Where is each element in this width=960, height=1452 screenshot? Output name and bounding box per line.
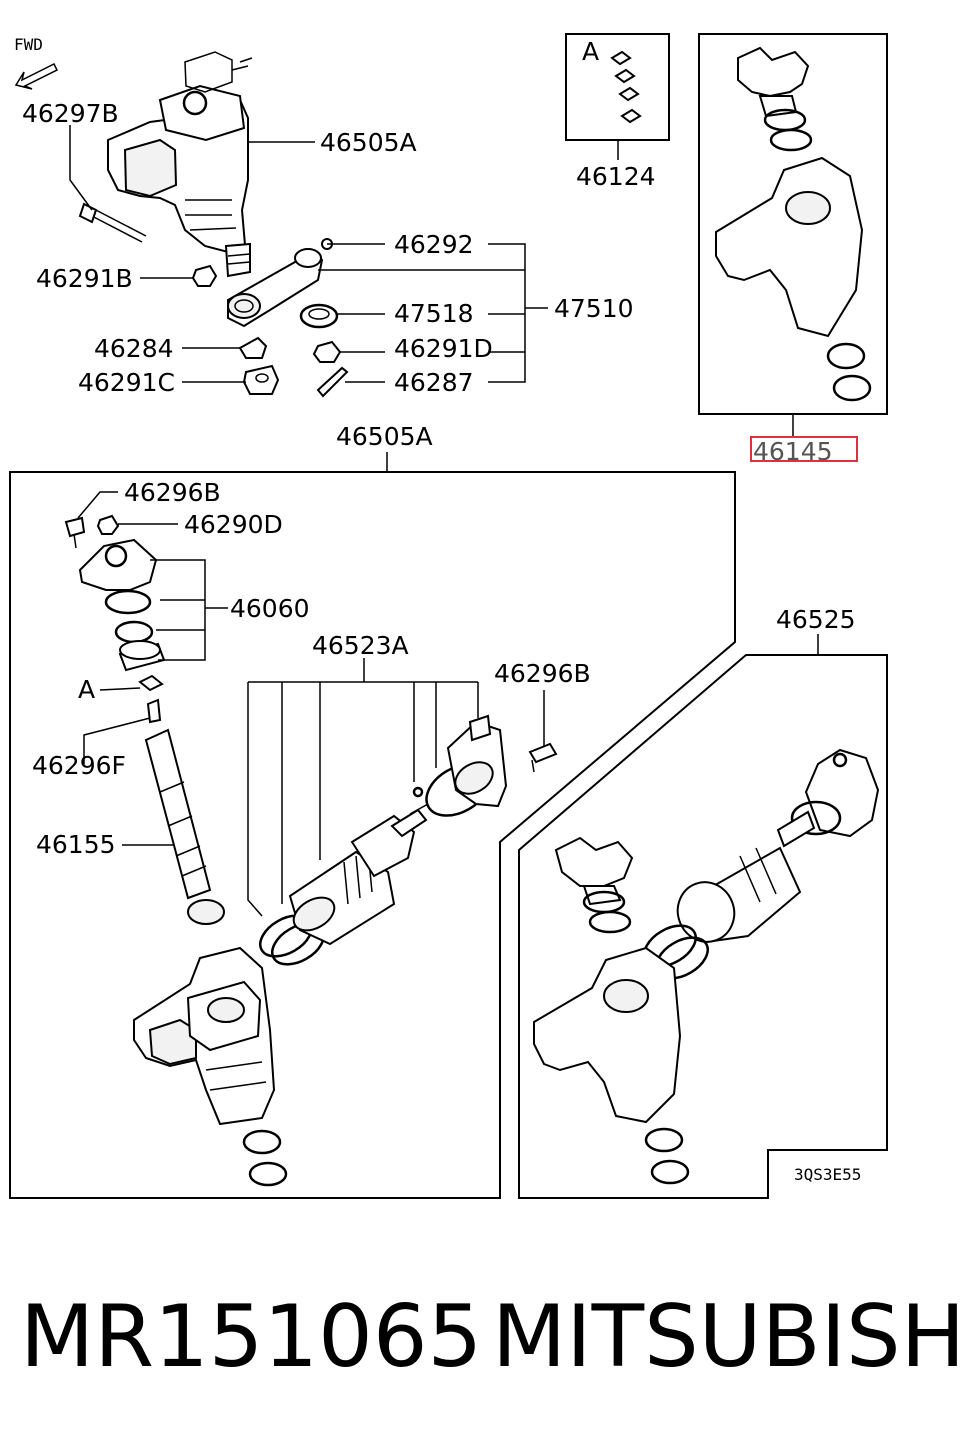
pitman-arm-illustration [227, 248, 324, 328]
callout-46296B-right: 46296B [494, 659, 591, 688]
callout-46124: 46124 [576, 162, 656, 191]
sector-shaft-illustration [144, 698, 225, 925]
power-piston-illustration [259, 786, 429, 966]
callout-46505A-top: 46505A [320, 128, 417, 157]
bolt-illustration [78, 202, 147, 243]
drawing-code: 3QS3E55 [794, 1165, 861, 1184]
callout-lines-left [77, 491, 228, 846]
callout-lines-top [69, 125, 548, 383]
callout-46292: 46292 [394, 230, 474, 259]
callout-47518: 47518 [394, 299, 474, 328]
callout-46291C: 46291C [78, 368, 175, 397]
forward-arrow-icon [14, 62, 59, 90]
seal-kit-46145-box [698, 33, 888, 436]
steering-gear-illustration [107, 51, 253, 278]
small-parts-illustration [238, 238, 349, 398]
callout-46297B: 46297B [22, 99, 119, 128]
callout-46060: 46060 [230, 594, 310, 623]
callout-46291B: 46291B [36, 264, 133, 293]
kit-ref-A: A [582, 37, 599, 66]
callout-lines-46523A [247, 658, 545, 917]
valve-housing-illustration [425, 714, 558, 817]
callout-46290D: 46290D [184, 510, 283, 539]
callout-47510: 47510 [554, 294, 634, 323]
rack-piston-illustration [643, 748, 880, 980]
gear-housing-illustration [133, 946, 288, 1187]
callout-46291D: 46291D [394, 334, 493, 363]
cover-parts-illustration [64, 514, 166, 692]
ref-A: A [78, 675, 95, 704]
seal-set-46525-illustration [533, 836, 690, 1185]
footer-brand: MITSUBISHI [492, 1287, 960, 1387]
callout-46284: 46284 [94, 334, 174, 363]
callout-46296B-top: 46296B [124, 478, 221, 507]
callout-46505A-box: 46505A [336, 422, 433, 451]
callout-46296F: 46296F [32, 751, 126, 780]
kit-46124-box [565, 33, 670, 160]
assembly-46505A-box [9, 471, 736, 1199]
callout-46525: 46525 [776, 605, 856, 634]
footer-part-number: MR151065 [20, 1287, 482, 1387]
callout-46145: 46145 [753, 437, 833, 466]
callout-46287: 46287 [394, 368, 474, 397]
callout-46155: 46155 [36, 830, 116, 859]
highlight-box-46145 [750, 436, 858, 462]
fwd-label: FWD [14, 35, 43, 54]
callout-46523A: 46523A [312, 631, 409, 660]
assembly-46525-box [518, 654, 888, 1199]
nut-illustration [191, 264, 218, 287]
